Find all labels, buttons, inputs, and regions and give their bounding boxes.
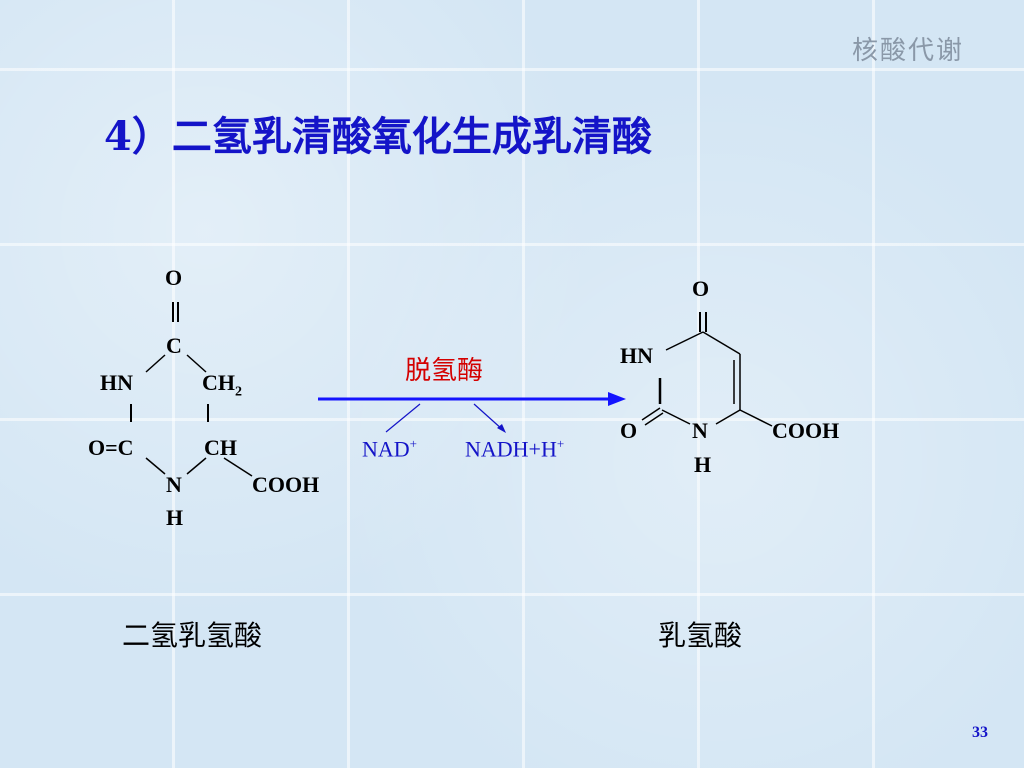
product-atom-cooh: COOH [772, 418, 840, 443]
substrate-atom-cooh: COOH [252, 472, 320, 497]
substrate-atom-ch: CH [204, 435, 237, 460]
product-bond-ctop-c5 [702, 331, 741, 355]
reaction-arrow-head [608, 392, 626, 406]
substrate-bond-ch-cooh [223, 457, 253, 477]
substrate-atom-hn: HN [100, 370, 133, 395]
substrate-bond-oc-n [145, 457, 166, 475]
slide-title: 4）二氢乳清酸氧化生成乳清酸 [104, 113, 652, 160]
page-number: 33 [972, 724, 988, 741]
enzyme-label: 脱氢酶 [405, 356, 484, 386]
product-c2-o-double-1 [641, 407, 661, 421]
product-atom-o-top: O [692, 276, 710, 301]
cofactor-out-label: NADH+H+ [465, 436, 565, 462]
product-c2-o-double-2 [644, 412, 664, 426]
cofactor-out-line [473, 403, 504, 431]
section-tag: 核酸代谢 [851, 36, 964, 66]
cofactor-in-label: NAD+ [362, 436, 418, 462]
product-atom-o-left: O [620, 418, 638, 443]
product-name: 乳氢酸 [658, 619, 743, 652]
substrate-bond-c-hn [145, 354, 166, 373]
substrate-atom-n: N [166, 472, 182, 497]
substrate-bond-ch-n [186, 457, 207, 475]
product-bond-ctop-hn [665, 331, 704, 351]
substrate-atom-c: C [166, 333, 182, 358]
substrate-atom-ch2: CH2 [202, 370, 242, 400]
cofactor-out-arrowhead [497, 424, 506, 433]
product-bond-c6-cooh [739, 409, 773, 427]
product-atom-hn: HN [620, 343, 653, 368]
cofactor-in-line [385, 403, 421, 433]
product-bond-c6-n [715, 409, 741, 425]
substrate-name: 二氢乳氢酸 [122, 619, 263, 652]
product-bond-c2-n [661, 409, 691, 425]
substrate-atom-o-top: O [165, 265, 183, 290]
substrate-atom-oc: O=C [88, 435, 134, 460]
product-atom-n: N [692, 418, 708, 443]
product-atom-h: H [694, 452, 712, 477]
substrate-atom-h: H [166, 505, 184, 530]
substrate-bond-c-ch2 [186, 354, 207, 373]
